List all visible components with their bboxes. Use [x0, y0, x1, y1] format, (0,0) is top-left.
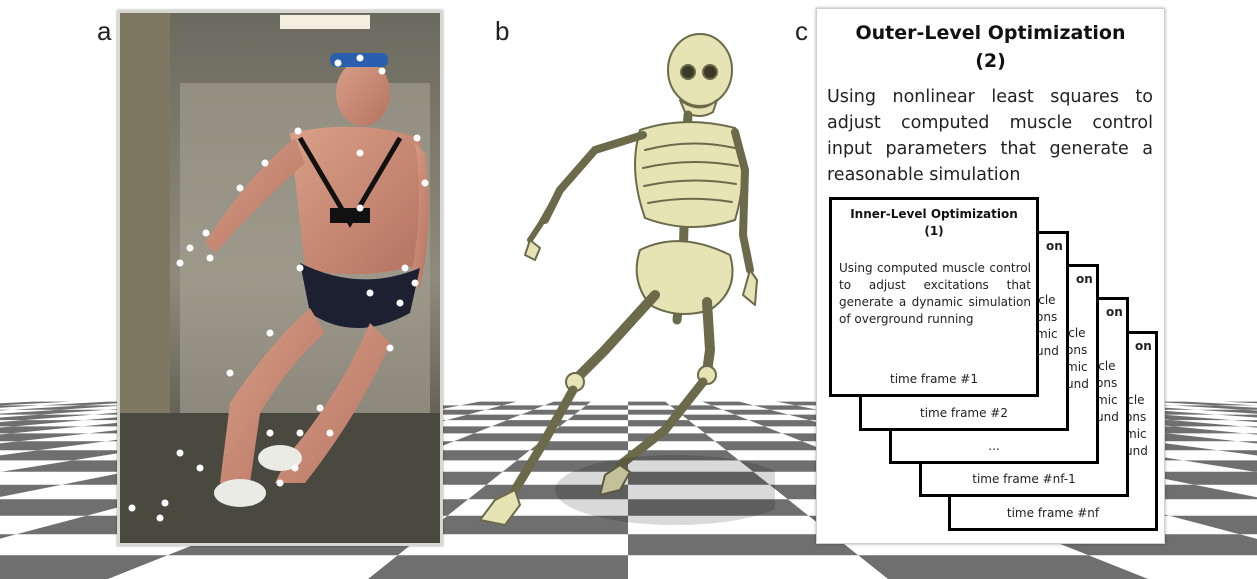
outer-level-title: Outer-Level Optimization (2)	[817, 19, 1164, 75]
checker-tile	[368, 555, 628, 579]
inner-title-line2: (1)	[832, 223, 1036, 240]
card-body-fragment: ons	[1066, 342, 1087, 359]
card-body-fragment: mic	[1036, 326, 1058, 343]
tibia-right	[620, 382, 703, 465]
time-frame-label: time frame #nf	[951, 506, 1155, 520]
outer-level-description: Using nonlinear least squares to adjust …	[827, 84, 1153, 188]
outer-level-optimization-panel: Outer-Level Optimization (2) Using nonli…	[816, 8, 1165, 544]
outer-title-line1: Outer-Level Optimization	[817, 19, 1164, 47]
time-frame-label: time frame #1	[832, 372, 1036, 386]
card-body-fragment: und	[1066, 376, 1089, 393]
skeleton-model	[445, 20, 775, 540]
panel-label-c: c	[795, 16, 808, 47]
upper-arm-left	[545, 135, 643, 220]
card-title-fragment: on	[1046, 238, 1063, 255]
card-title-fragment: on	[1135, 338, 1152, 355]
inner-level-title: Inner-Level Optimization (1)	[832, 206, 1036, 240]
outer-title-line2: (2)	[817, 47, 1164, 75]
panel-label-a: a	[97, 16, 111, 47]
rib-cage	[635, 122, 742, 227]
femur-left	[575, 295, 655, 380]
inner-title-line1: Inner-Level Optimization	[832, 206, 1036, 223]
card-body-fragment: mic	[1096, 392, 1118, 409]
tibia-left	[515, 390, 573, 490]
inner-level-description: Using computed muscle control to adjust …	[839, 260, 1031, 328]
time-frame-card-1: Inner-Level Optimization (1) Using compu…	[829, 197, 1039, 397]
card-body-fragment: mic	[1066, 359, 1088, 376]
skull	[668, 34, 732, 106]
card-body-fragment: und	[1096, 409, 1119, 426]
time-frame-label: time frame #2	[862, 406, 1066, 420]
card-body-fragment: ons	[1096, 375, 1117, 392]
card-body-fragment: ons	[1036, 309, 1057, 326]
runner-with-markers-image	[120, 13, 440, 543]
card-title-fragment: on	[1106, 304, 1123, 321]
motion-capture-photo	[117, 10, 443, 546]
card-title-fragment: on	[1076, 271, 1093, 288]
femur-right	[707, 302, 710, 372]
time-frame-label: time frame #nf-1	[922, 472, 1126, 486]
card-body-fragment: und	[1036, 343, 1059, 360]
time-frame-label: ...	[892, 439, 1096, 453]
